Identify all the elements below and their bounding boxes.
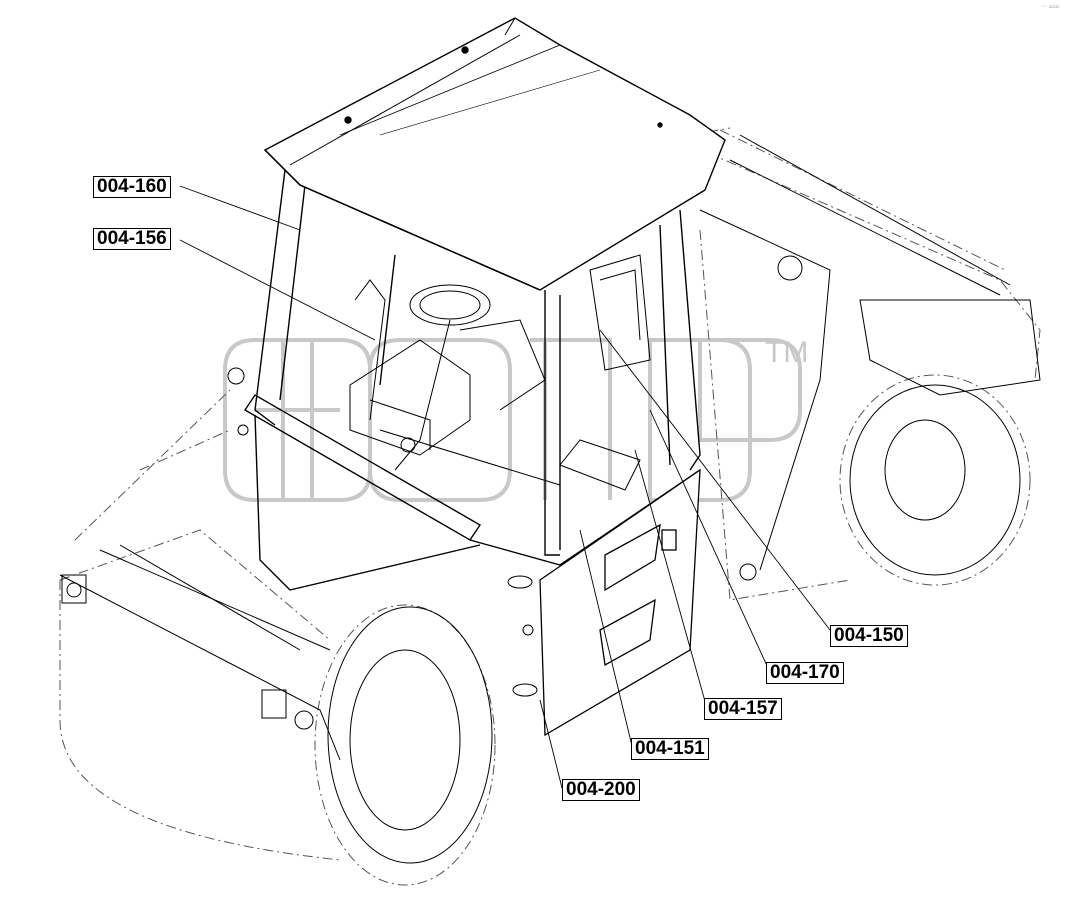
- callout-004-156[interactable]: 004-156: [93, 228, 171, 250]
- callout-004-151[interactable]: 004-151: [631, 738, 709, 760]
- leader-160: [179, 185, 301, 231]
- details: [227, 367, 538, 697]
- callout-004-200[interactable]: 004-200: [562, 779, 640, 801]
- cab-interior: [349, 254, 651, 491]
- leader-lines: [179, 185, 831, 789]
- callout-004-170[interactable]: 004-170: [766, 662, 844, 684]
- callout-004-150[interactable]: 004-150: [830, 625, 908, 647]
- leader-200: [539, 699, 563, 789]
- cab-frame: [244, 169, 701, 591]
- corner-mark: ◦◦ ▫▫▫: [1041, 4, 1059, 10]
- leader-156: [179, 239, 376, 341]
- watermark-tm: TM: [765, 336, 808, 369]
- side-panel: [539, 468, 701, 737]
- leader-151: [579, 529, 633, 747]
- front-drum: [59, 389, 496, 886]
- watermark: TM: [223, 336, 808, 502]
- cab-roof: [263, 17, 726, 291]
- rear-drum-detail: [699, 134, 1041, 581]
- leader-157: [634, 449, 707, 706]
- callout-004-160[interactable]: 004-160: [93, 176, 171, 198]
- leader-170: [649, 409, 769, 669]
- front-drum-detail: [59, 544, 493, 864]
- leader-150: [599, 329, 831, 631]
- callout-004-157[interactable]: 004-157: [704, 698, 782, 720]
